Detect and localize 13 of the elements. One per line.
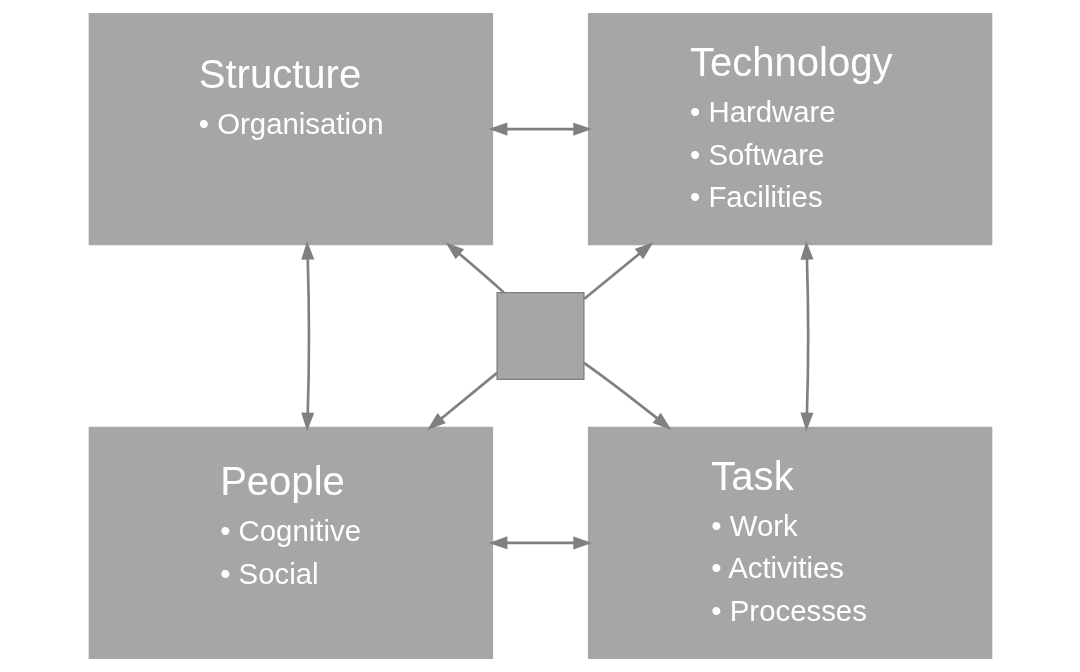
arrow	[300, 240, 314, 432]
node-box: People • Cognitive • Social	[88, 426, 493, 659]
arrow	[444, 242, 505, 294]
arrow	[582, 361, 671, 430]
arrow	[488, 122, 592, 136]
arrow	[582, 242, 653, 301]
node-box: Task • Work • Activities • Processes	[587, 426, 992, 659]
node-box: Structure • Organisation	[88, 13, 493, 246]
arrow	[488, 536, 592, 550]
node-box	[495, 291, 585, 381]
arrow	[799, 240, 814, 432]
arrow	[426, 371, 498, 430]
node-box: Technology • Hardware • Software • Facilities	[587, 13, 992, 246]
